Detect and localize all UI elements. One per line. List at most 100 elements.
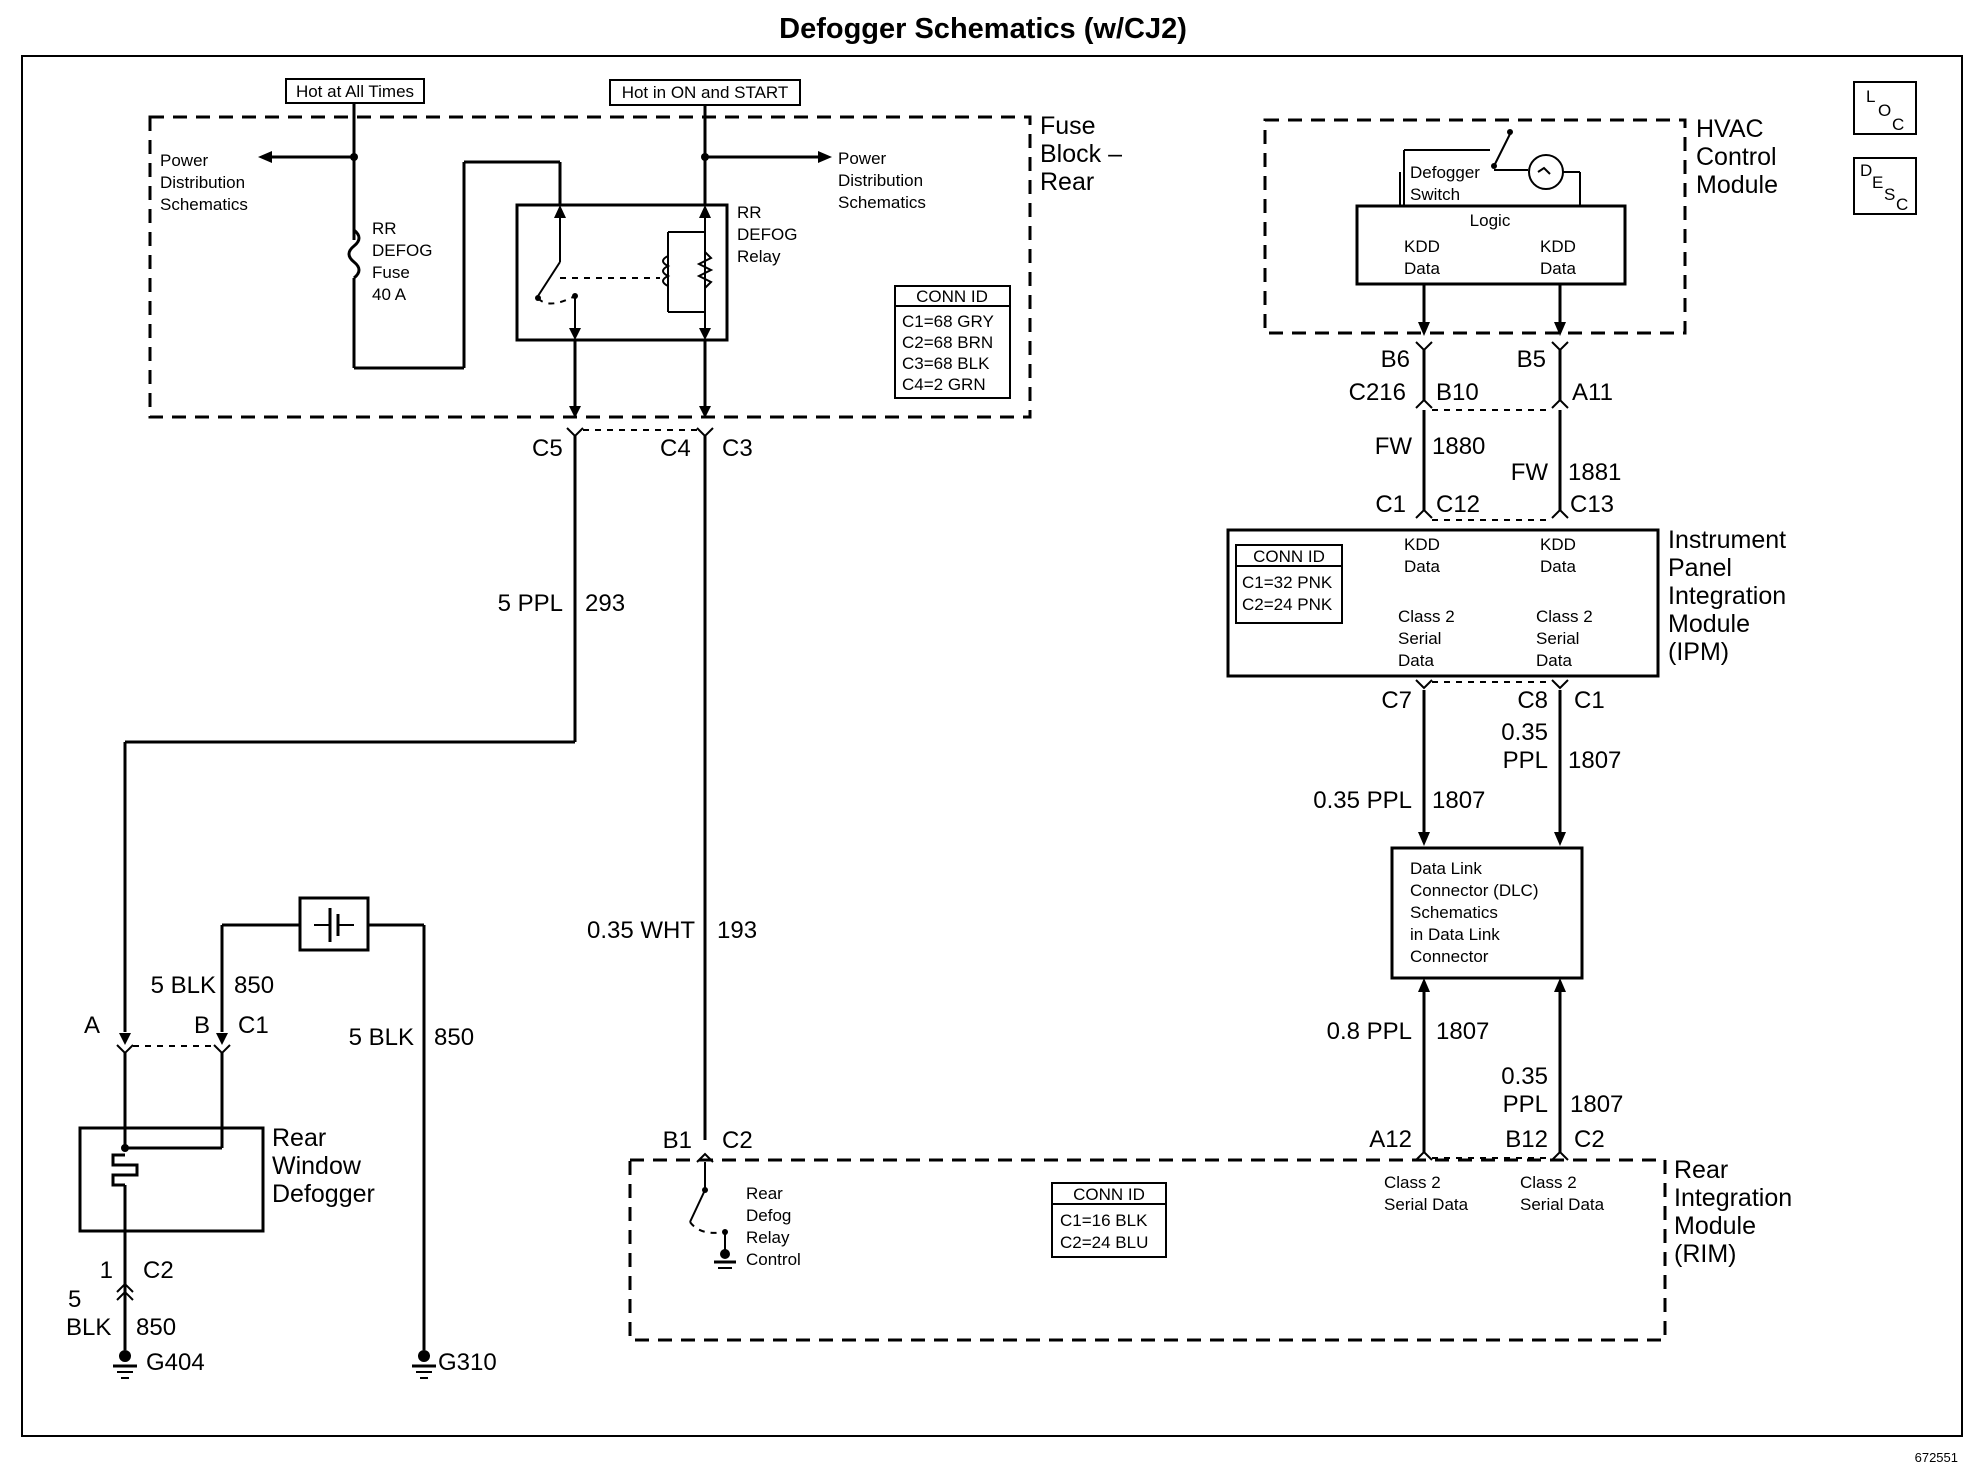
wire-1881-circuit: 1881: [1568, 459, 1621, 486]
svg-text:850: 850: [136, 1314, 176, 1341]
svg-text:C1=16 BLK: C1=16 BLK: [1060, 1211, 1148, 1230]
figure-id: 672551: [1915, 1450, 1958, 1465]
pin-c2-rim: C2: [722, 1127, 753, 1154]
data-link-connector-box[interactable]: Data Link Connector (DLC) Schematics in …: [1390, 846, 1584, 980]
defogger-switch[interactable]: [1399, 129, 1581, 205]
loc-icon[interactable]: L O C: [1853, 81, 1917, 135]
conn-id-fuse-block: CONN ID C1=68 GRY C2=68 BRN C3=68 BLK C4…: [894, 285, 1011, 399]
svg-text:Data: Data: [1540, 259, 1576, 278]
pin-c2-defogger: C2: [143, 1257, 174, 1284]
svg-text:PPL: PPL: [1503, 1091, 1548, 1118]
svg-text:BLK: BLK: [66, 1314, 111, 1341]
hvac-logic-block: Logic KDD Data KDD Data: [1355, 204, 1627, 286]
defogger-battery-symbol: [298, 896, 370, 952]
desc-icon[interactable]: D E S C: [1853, 157, 1917, 215]
svg-text:C: C: [1892, 115, 1904, 134]
fuse-symbol: [347, 228, 361, 280]
svg-text:Instrument: Instrument: [1668, 526, 1786, 554]
svg-text:RR: RR: [737, 203, 762, 222]
svg-text:Relay: Relay: [737, 247, 781, 266]
power-distribution-ref-left[interactable]: Power Distribution Schematics: [160, 151, 248, 214]
svg-text:G310: G310: [438, 1349, 497, 1376]
svg-text:Data: Data: [1398, 651, 1434, 670]
svg-text:in Data Link: in Data Link: [1410, 925, 1500, 944]
wire-293-gauge: 5 PPL: [498, 590, 563, 617]
svg-text:Defogger: Defogger: [1410, 163, 1480, 182]
pin-c12: C12: [1436, 491, 1480, 518]
svg-text:Power: Power: [160, 151, 209, 170]
svg-text:Defog: Defog: [746, 1206, 791, 1225]
hvac-control-module: [1263, 118, 1687, 335]
svg-text:C2=68 BRN: C2=68 BRN: [902, 333, 993, 352]
fuse-label: RR DEFOG Fuse 40 A: [372, 219, 432, 304]
power-distribution-ref-right[interactable]: Power Distribution Schematics: [838, 149, 926, 212]
svg-text:Class 2: Class 2: [1398, 607, 1455, 626]
svg-text:HVAC: HVAC: [1696, 115, 1764, 143]
svg-text:Hot in ON and START: Hot in ON and START: [622, 83, 789, 102]
svg-text:C1=32 PNK: C1=32 PNK: [1242, 573, 1333, 592]
svg-text:Data: Data: [1536, 651, 1572, 670]
svg-text:Relay: Relay: [746, 1228, 790, 1247]
pin-b1: B1: [663, 1127, 692, 1154]
pin-c5: C5: [532, 435, 563, 462]
svg-text:E: E: [1872, 173, 1883, 192]
svg-text:Window: Window: [272, 1152, 362, 1180]
rear-integration-module: [628, 1158, 1667, 1342]
svg-text:Connector: Connector: [1410, 947, 1489, 966]
svg-text:C3=68 BLK: C3=68 BLK: [902, 354, 990, 373]
wire-850-b-gauge: 5 BLK: [349, 1024, 414, 1051]
pin-c8: C8: [1517, 687, 1548, 714]
svg-text:C4=2 GRN: C4=2 GRN: [902, 375, 986, 394]
pin-c3: C3: [722, 435, 753, 462]
wire-c7-circuit: 1807: [1432, 787, 1485, 814]
svg-text:Power: Power: [838, 149, 887, 168]
svg-text:Rear: Rear: [1040, 168, 1094, 196]
pin-a11: A11: [1572, 379, 1613, 406]
svg-text:Module: Module: [1674, 1212, 1756, 1240]
pin-c1-ipm: C1: [1375, 491, 1406, 518]
svg-text:Data Link: Data Link: [1410, 859, 1482, 878]
svg-text:5: 5: [68, 1286, 81, 1313]
svg-text:D: D: [1860, 161, 1872, 180]
pin-c1-defogger: C1: [238, 1012, 269, 1039]
pin-c7: C7: [1381, 687, 1412, 714]
wire-193-circuit: 193: [717, 917, 757, 944]
svg-text:(RIM): (RIM): [1674, 1240, 1736, 1268]
svg-text:Defogger: Defogger: [272, 1180, 375, 1208]
hot-at-all-times-label: Hot at All Times: [285, 78, 425, 104]
pin-b12: B12: [1505, 1126, 1548, 1153]
wire-850-b-circuit: 850: [434, 1024, 474, 1051]
svg-text:L: L: [1866, 87, 1875, 106]
wire-193-gauge: 0.35 WHT: [587, 917, 695, 944]
svg-text:PPL: PPL: [1503, 747, 1548, 774]
svg-text:Schematics: Schematics: [1410, 903, 1498, 922]
svg-text:Switch: Switch: [1410, 185, 1460, 204]
svg-text:Rear: Rear: [272, 1124, 326, 1152]
wire-1881-gauge: FW: [1511, 459, 1549, 486]
svg-text:(IPM): (IPM): [1668, 638, 1729, 666]
svg-text:Serial: Serial: [1398, 629, 1441, 648]
wire-1880-circuit: 1880: [1432, 433, 1485, 460]
svg-text:Rear: Rear: [1674, 1156, 1728, 1184]
svg-text:C2=24 BLU: C2=24 BLU: [1060, 1233, 1148, 1252]
pin-b10: B10: [1436, 379, 1479, 406]
svg-text:CONN ID: CONN ID: [1253, 547, 1325, 566]
svg-text:C: C: [1896, 195, 1908, 214]
svg-text:C1=68 GRY: C1=68 GRY: [902, 312, 994, 331]
svg-text:O: O: [1878, 101, 1891, 120]
svg-text:Schematics: Schematics: [160, 195, 248, 214]
svg-text:Serial Data: Serial Data: [1520, 1195, 1605, 1214]
svg-text:Serial Data: Serial Data: [1384, 1195, 1469, 1214]
svg-text:Hot at All Times: Hot at All Times: [296, 82, 414, 101]
svg-text:DEFOG: DEFOG: [737, 225, 797, 244]
svg-text:Connector (DLC): Connector (DLC): [1410, 881, 1539, 900]
svg-text:0.35: 0.35: [1501, 719, 1548, 746]
rear-window-defogger: [78, 1126, 265, 1233]
svg-text:Distribution: Distribution: [160, 173, 245, 192]
wire-a12-gauge: 0.8 PPL: [1327, 1018, 1412, 1045]
svg-text:KDD: KDD: [1404, 237, 1440, 256]
svg-text:Class 2: Class 2: [1536, 607, 1593, 626]
svg-text:Block –: Block –: [1040, 140, 1122, 168]
svg-text:Serial: Serial: [1536, 629, 1579, 648]
pin-c2-rim-b: C2: [1574, 1126, 1605, 1153]
